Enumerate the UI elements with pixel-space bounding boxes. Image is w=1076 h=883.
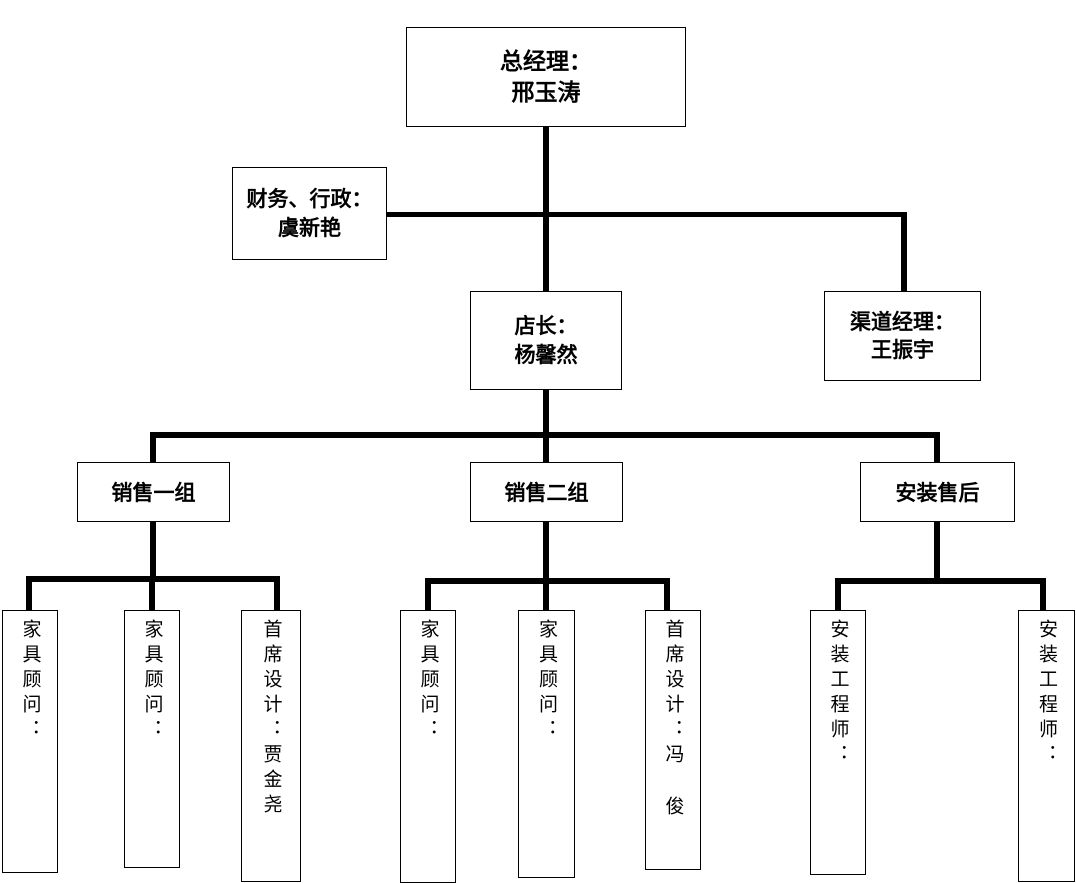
- leaf-sales1-chief-designer-text: 首席设计：贾金尧: [260, 619, 282, 819]
- leaf-sales1-consultant-1[interactable]: 家具顾问：: [2, 610, 58, 873]
- node-channel-manager-text: 渠道经理： 王振宇: [850, 308, 955, 365]
- connector-sales2-trunk: [543, 521, 549, 581]
- connector-install-bar: [835, 578, 1046, 584]
- node-store-manager[interactable]: 店长： 杨馨然: [470, 291, 622, 390]
- node-store-manager-name: 杨馨然: [514, 342, 578, 367]
- connector-install-child2-drop: [1040, 578, 1046, 612]
- node-group-install-aftersales-label: 安装售后: [895, 481, 980, 505]
- node-channel-manager[interactable]: 渠道经理： 王振宇: [824, 291, 981, 381]
- leaf-sales1-chief-designer[interactable]: 首席设计：贾金尧: [241, 610, 301, 882]
- node-finance-admin[interactable]: 财务、行政： 虞新艳: [232, 167, 387, 260]
- leaf-install-engineer-1-text: 安装工程师：: [827, 619, 849, 769]
- leaf-sales2-consultant-1-text: 家具顾问：: [417, 619, 439, 744]
- node-group-sales-2-label: 销售二组: [504, 481, 589, 505]
- node-store-manager-role: 店长：: [514, 314, 578, 339]
- connector-sales2-child3-drop: [664, 578, 670, 612]
- connector-sales1-trunk: [150, 521, 156, 580]
- node-channel-manager-name: 王振宇: [871, 338, 934, 362]
- node-group-sales-1-label: 销售一组: [111, 481, 196, 505]
- connector-group-install-drop: [934, 432, 940, 463]
- leaf-sales1-consultant-2[interactable]: 家具顾问：: [124, 610, 180, 868]
- node-general-manager-name: 邢玉涛: [511, 80, 581, 105]
- leaf-install-engineer-1[interactable]: 安装工程师：: [810, 610, 866, 875]
- connector-install-child1-drop: [835, 578, 841, 612]
- node-finance-admin-role: 财务、行政：: [246, 187, 373, 212]
- node-finance-admin-text: 财务、行政： 虞新艳: [247, 185, 373, 242]
- connector-store-trunk: [543, 390, 549, 436]
- leaf-sales1-consultant-1-text: 家具顾问：: [19, 619, 41, 744]
- node-general-manager[interactable]: 总经理： 邢玉涛: [406, 27, 686, 127]
- connector-sales1-child2-drop: [149, 576, 155, 612]
- leaf-sales1-consultant-2-text: 家具顾问：: [141, 619, 163, 744]
- connector-group-sales1-drop: [150, 432, 156, 463]
- node-general-manager-role: 总经理：: [500, 48, 592, 74]
- connector-sales1-child3-drop: [274, 576, 280, 612]
- leaf-install-engineer-2-text: 安装工程师：: [1036, 619, 1057, 769]
- node-group-install-aftersales[interactable]: 安装售后: [860, 462, 1015, 522]
- leaf-sales2-consultant-2[interactable]: 家具顾问：: [518, 610, 575, 878]
- connector-sales2-child1-drop: [425, 578, 431, 612]
- node-channel-manager-role: 渠道经理：: [850, 309, 955, 334]
- connector-gm-trunk: [543, 126, 549, 293]
- node-finance-admin-name: 虞新艳: [278, 215, 341, 240]
- leaf-sales2-chief-designer[interactable]: 首席设计：冯 俊: [645, 610, 701, 870]
- leaf-sales2-consultant-1[interactable]: 家具顾问：: [400, 610, 456, 883]
- node-store-manager-text: 店长： 杨馨然: [515, 312, 578, 369]
- connector-install-trunk: [934, 521, 940, 581]
- node-group-sales-1[interactable]: 销售一组: [77, 462, 230, 522]
- connector-finance-channel-bar: [386, 212, 907, 217]
- connector-channel-drop: [901, 212, 907, 293]
- node-general-manager-text: 总经理： 邢玉涛: [500, 46, 592, 108]
- leaf-sales2-chief-designer-text: 首席设计：冯 俊: [662, 619, 684, 821]
- connector-group-sales2-drop: [543, 432, 549, 463]
- connector-sales2-child2-drop: [543, 578, 549, 612]
- leaf-sales2-consultant-2-text: 家具顾问：: [536, 619, 557, 744]
- leaf-install-engineer-2[interactable]: 安装工程师：: [1018, 610, 1075, 882]
- node-group-sales-2[interactable]: 销售二组: [470, 462, 623, 522]
- connector-sales1-child1-drop: [26, 576, 32, 612]
